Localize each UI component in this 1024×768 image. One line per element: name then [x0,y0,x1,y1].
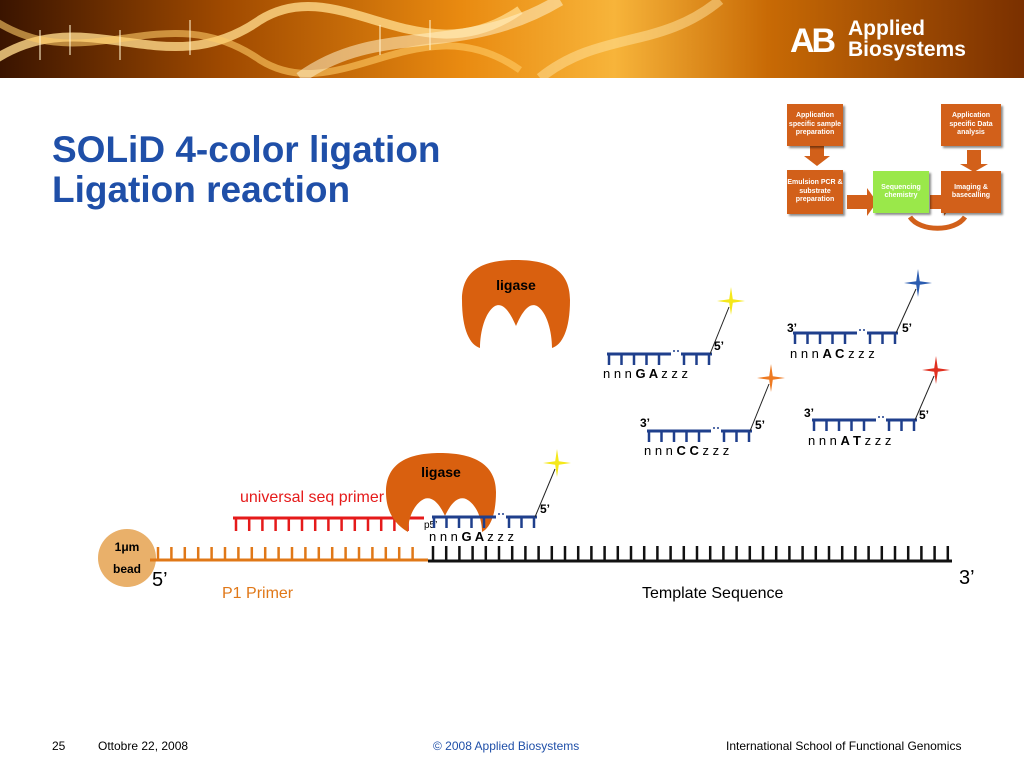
probe-free-3: 5’ 3’ n n n A C z z z [787,269,932,361]
logo-line-2: Biosystems [848,38,966,61]
bead-label-2: bead [113,562,141,576]
p1-primer-strand [150,547,428,562]
ligase-top-label: ligase [496,277,536,293]
probe-5prime-label: 5’ [755,418,765,432]
bead [98,529,156,587]
probe-sequence-label: n n n G A z z z [429,529,514,544]
footer-event: International School of Functional Genom… [726,739,962,753]
dna-helix-graphic [0,0,724,78]
ligase-bound-label: ligase [421,464,461,480]
logo-line-1: Applied [848,17,925,40]
fluorescent-dye-icon [904,269,932,297]
title-line-2: Ligation reaction [52,169,351,210]
dye-tether [709,306,730,355]
p1-primer-label: P1 Primer [222,585,294,602]
probe-3prime-label: 3’ [804,406,814,420]
dye-tether [914,375,935,421]
logo-text: Applied Biosystems [848,18,966,60]
probe-5prime-label: 5’ [919,408,929,422]
footer-copyright: © 2008 Applied Biosystems [433,739,580,753]
fluorescent-dye-icon [922,356,950,384]
workflow-step-sample-prep: Application specific sample preparation [787,104,843,146]
probe-sequence-label: n n n A T z z z [808,433,891,448]
title-line-1: SOLiD 4-color ligation [52,129,441,170]
logo-mark: AB [790,22,836,60]
probe-sequence-label: n n n C C z z z [644,443,729,458]
page-number: 25 [52,739,66,753]
probe-3prime-label: 3’ [787,321,797,335]
header-banner: AB Applied Biosystems [0,0,1024,78]
probe-cleavage-dot [882,416,884,418]
probe-cleavage-dot [713,427,715,429]
probe-free-1: 5’ n n n G A z z z [603,287,745,381]
dye-tether [534,468,556,518]
probe-sequence-label: n n n A C z z z [790,346,875,361]
footer-date: Ottobre 22, 2008 [98,739,189,753]
probe-free-4: 5’ 3’ n n n A T z z z [804,356,950,448]
workflow-step-sequencing-chemistry: Sequencing chemistry [873,171,929,213]
probe-cleavage-dot [502,513,504,515]
probe-5prime-label: 5’ [540,502,550,516]
probe-5prime-label: 5’ [902,321,912,335]
probe-cleavage-dot [863,329,865,331]
probe-5prime-label: 5’ [714,339,724,353]
fluorescent-dye-icon [757,364,785,392]
applied-biosystems-logo: AB Applied Biosystems [790,16,1000,64]
probe-cleavage-dot [673,350,675,352]
template-strand [428,546,952,563]
dye-tether [895,288,917,334]
workflow-step-imaging: Imaging & basecalling [941,171,1001,213]
probe-cleavage-dot [878,416,880,418]
workflow-step-data-analysis: Application specific Data analysis [941,104,1001,146]
probe-3prime-label: 3’ [640,416,650,430]
ligase-enzyme-bound [386,453,496,532]
primer-5prime-label: 5’ [152,569,168,591]
probe-bound: 5’ n n n G A z z z [429,449,571,544]
universal-seq-primer-label: universal seq primer [240,489,385,506]
workflow-arrows [804,146,988,231]
template-3prime-label: 3’ [959,567,975,589]
probe-cleavage-dot [498,513,500,515]
ligase-enzyme-top [462,260,570,348]
p5-label: p5’ [424,520,437,531]
probe-free-2: 5’ 3’ n n n C C z z z [640,364,785,458]
probe-sequence-label: n n n G A z z z [603,366,688,381]
workflow-step-emulsion-pcr: Emulsion PCR & substrate preparation [787,170,843,214]
fluorescent-dye-icon [543,449,571,477]
fluorescent-dye-icon [717,287,745,315]
dye-tether [749,383,770,432]
probe-cleavage-dot [859,329,861,331]
template-sequence-label: Template Sequence [642,585,784,602]
probe-cleavage-dot [717,427,719,429]
bead-label-1: 1μm [115,540,140,554]
slide-title: SOLiD 4-color ligation Ligation reaction [52,130,441,210]
probe-cleavage-dot [677,350,679,352]
